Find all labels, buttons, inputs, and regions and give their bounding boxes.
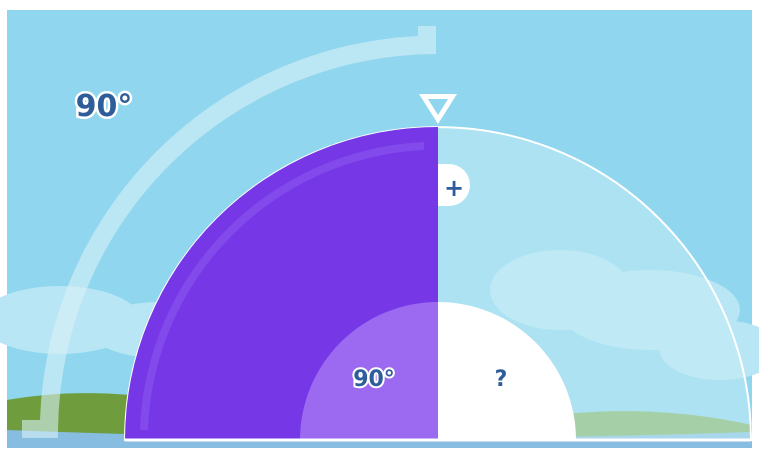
svg-text:+: + bbox=[444, 174, 464, 202]
slice-pointer-handle[interactable] bbox=[416, 91, 460, 127]
angle-arc-filled bbox=[300, 302, 438, 440]
angle-measure-arc-end bbox=[22, 420, 40, 438]
unknown-angle-label: ? bbox=[495, 367, 508, 392]
angle-measure-arc bbox=[40, 26, 436, 438]
triangle-down-icon bbox=[419, 94, 457, 124]
plus-icon: + bbox=[438, 164, 470, 206]
angle-arc-question bbox=[438, 302, 576, 440]
total-arc-label: 90° bbox=[76, 89, 133, 124]
filled-angle-label: 90° bbox=[353, 367, 395, 392]
add-slice-button[interactable]: + bbox=[437, 164, 481, 218]
